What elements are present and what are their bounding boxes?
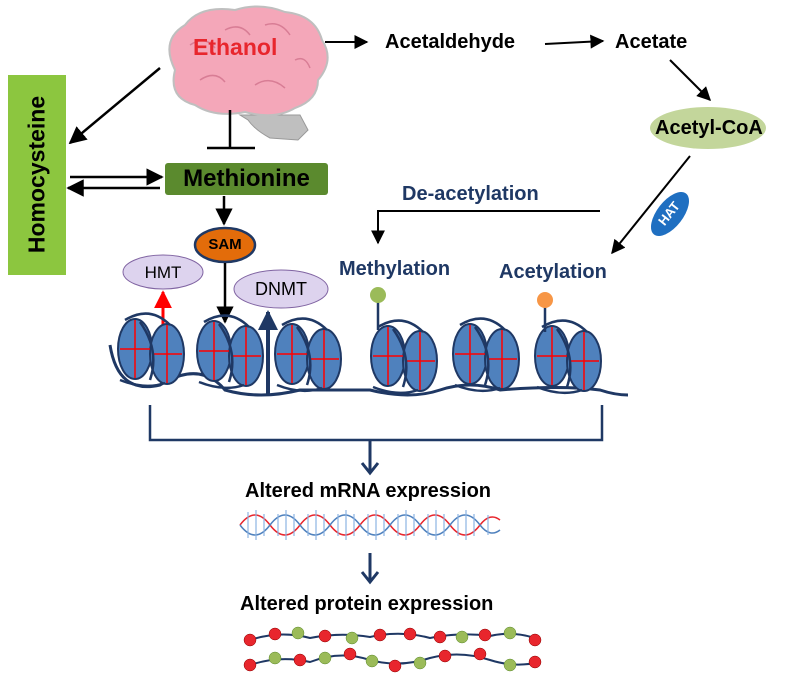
ethanol-label: Ethanol <box>193 34 278 60</box>
methylation-label: Methylation <box>339 258 451 280</box>
hmt-label: HMT <box>144 263 182 282</box>
nucleosome <box>117 312 185 388</box>
nucleosome <box>196 314 264 390</box>
altered-protein-label: Altered protein expression <box>240 593 494 615</box>
hat-ellipse <box>650 192 690 236</box>
mrna-double-helix-icon <box>239 510 501 540</box>
acetyl-coa-ellipse <box>650 107 766 149</box>
arrow-deacetylation <box>371 210 600 245</box>
dnmt-label: DNMT <box>255 279 307 299</box>
nucleosome <box>370 319 438 395</box>
dnmt-ellipse <box>233 269 329 309</box>
acetyl-mark <box>537 292 553 308</box>
bracket <box>148 405 604 442</box>
methionine-label: Methionine <box>183 165 310 192</box>
acetylation-label: Acetylation <box>499 261 607 283</box>
nucleosome <box>274 317 342 393</box>
nucleosome <box>534 319 602 395</box>
arrow-acetylcoa-acetylation <box>611 155 691 255</box>
sam-label: SAM <box>208 236 242 253</box>
homocysteine-box <box>8 75 66 275</box>
arrow-acetate-acetylcoa <box>669 59 711 101</box>
arrow-acetaldehyde-acetate <box>544 34 605 49</box>
acetyl-coa-label: Acetyl-CoA <box>655 117 763 139</box>
chromatin-icon <box>108 287 629 397</box>
acetate-label: Acetate <box>615 31 688 53</box>
brain-icon <box>168 5 329 141</box>
hmt-ellipse <box>122 254 204 290</box>
sam-ellipse <box>193 226 257 264</box>
methyl-mark <box>370 287 386 303</box>
homocysteine-label: Homocysteine <box>23 95 50 254</box>
deacetylation-label: De-acetylation <box>402 183 539 205</box>
nucleosome <box>452 317 520 393</box>
acetaldehyde-label: Acetaldehyde <box>385 31 516 53</box>
methionine-box <box>165 163 328 195</box>
protein-chain-icon <box>243 626 542 673</box>
altered-mrna-label: Altered mRNA expression <box>245 480 491 502</box>
arrow-ethanol-homocysteine <box>68 67 161 145</box>
